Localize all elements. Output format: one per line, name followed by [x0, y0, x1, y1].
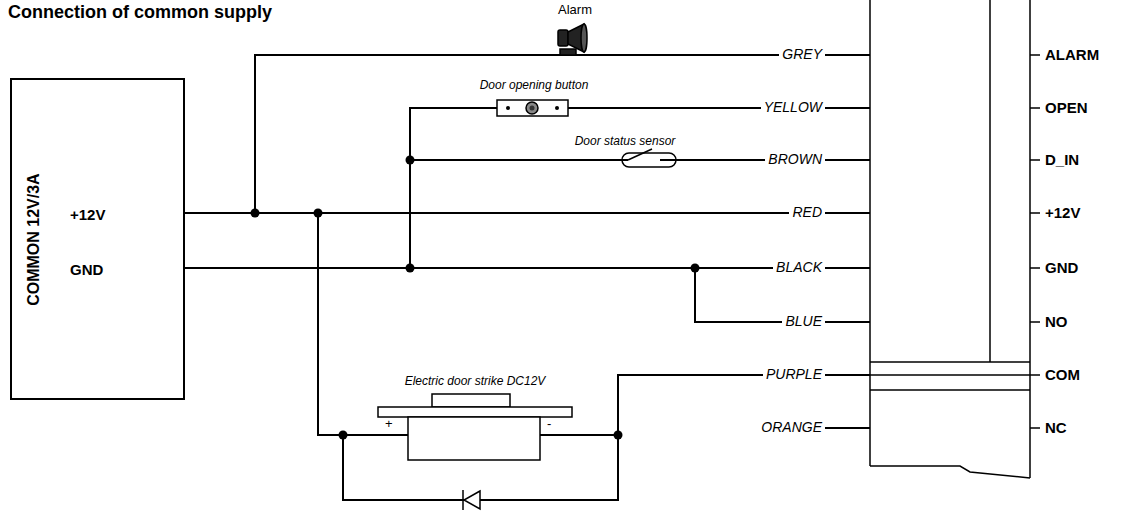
access-controller: ALARM OPEN D_IN +12V GND NO COM NC — [870, 0, 1125, 490]
pin-name: COM — [1045, 366, 1080, 384]
door-button: Door opening button — [462, 78, 606, 120]
alarm-lead — [540, 54, 615, 56]
wire-colour: YELLOW — [761, 99, 825, 116]
terminal-label: + — [385, 416, 393, 432]
controller-outline — [870, 0, 1030, 478]
door-strike: Electric door strike DC12V + - — [365, 372, 585, 464]
pin-name: NO — [1045, 313, 1068, 331]
alarm-siren: Alarm — [545, 2, 605, 68]
door-strike — [378, 394, 572, 460]
button-lead — [568, 107, 612, 109]
diode-symbol — [463, 490, 480, 510]
component-label: COMMON 12V/3A — [24, 90, 43, 390]
door-sensor: Door status sensor — [555, 134, 695, 174]
wire — [605, 54, 870, 56]
pin-name: +12V — [1045, 204, 1080, 222]
component-label: Alarm — [545, 2, 605, 18]
wire-colour: GREY — [779, 46, 825, 63]
wire — [185, 108, 462, 268]
pin-name: GND — [1045, 259, 1078, 277]
strike-lead — [540, 434, 590, 436]
wire — [585, 375, 870, 435]
push-button — [497, 100, 568, 116]
pin-name: OPEN — [1045, 99, 1088, 117]
component-label: Door opening button — [462, 78, 606, 92]
reed-switch — [550, 149, 700, 167]
terminal-label: - — [547, 416, 551, 432]
diagram-title: Connection of common supply — [8, 2, 272, 23]
siren-icon — [558, 24, 587, 55]
component-label: Door status sensor — [555, 134, 695, 148]
terminal-label: +12V — [70, 206, 105, 224]
wire-colour: BLUE — [782, 313, 825, 330]
strike-lead — [360, 434, 408, 436]
terminal-label: GND — [70, 261, 103, 279]
pin-name: D_IN — [1045, 151, 1079, 169]
pin-name: NC — [1045, 419, 1067, 437]
pin-name: ALARM — [1045, 46, 1099, 64]
pin-ticks — [870, 55, 1040, 428]
wire-colour: BROWN — [765, 151, 825, 168]
wire — [185, 213, 365, 435]
power-supply: COMMON 12V/3A +12V GND — [10, 78, 185, 400]
wire-colour: RED — [789, 204, 825, 221]
wire — [606, 107, 870, 109]
wire-colour: BLACK — [773, 259, 825, 276]
wire-colour: PURPLE — [763, 366, 825, 383]
component-label: Electric door strike DC12V — [365, 374, 585, 388]
wire-colour: ORANGE — [758, 419, 825, 436]
nc-stub — [822, 427, 870, 429]
